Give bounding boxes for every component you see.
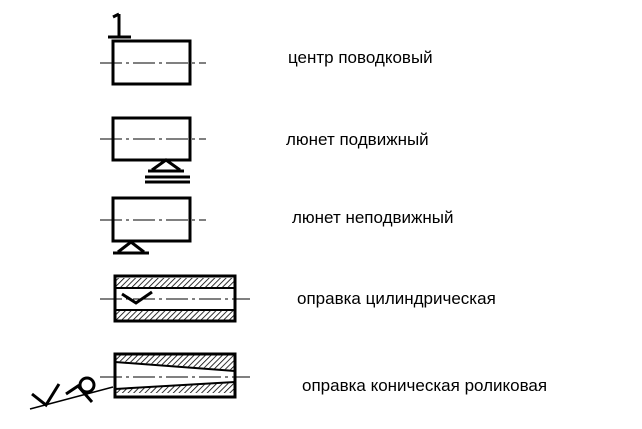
cylindrical-mandrel-label: оправка цилиндрическая <box>297 289 496 308</box>
mandrel-bottom-hatch <box>116 311 234 320</box>
drive-center-label: центр поводковый <box>288 48 433 67</box>
cone-lower-edge <box>114 381 236 390</box>
movable-steady-rest-symbol <box>100 116 206 184</box>
drive-center-symbol <box>100 12 206 86</box>
mandrel-top-hatch <box>116 278 234 287</box>
movable-base-icon <box>145 175 190 184</box>
cylindrical-mandrel-symbol <box>100 274 250 323</box>
support-triangle-icon <box>113 240 149 255</box>
fixed-steady-rest-label: люнет неподвижный <box>292 208 454 227</box>
cone-top-hatch <box>116 355 234 370</box>
roller-datum-line <box>29 386 114 410</box>
cone-bottom-hatch <box>116 383 234 393</box>
roller-support-icon <box>31 376 96 408</box>
drive-pin-icon <box>108 12 131 39</box>
support-triangle-icon <box>148 158 184 173</box>
cone-upper-edge <box>114 361 236 372</box>
conical-mandrel-body <box>113 352 237 399</box>
clamp-mark-icon <box>121 290 153 305</box>
fixed-steady-rest-symbol <box>100 196 206 255</box>
conical-roller-mandrel-label: оправка коническая роликовая <box>302 376 548 395</box>
movable-steady-rest-label: люнет подвижный <box>286 130 429 149</box>
conical-roller-mandrel-symbol <box>29 352 250 410</box>
